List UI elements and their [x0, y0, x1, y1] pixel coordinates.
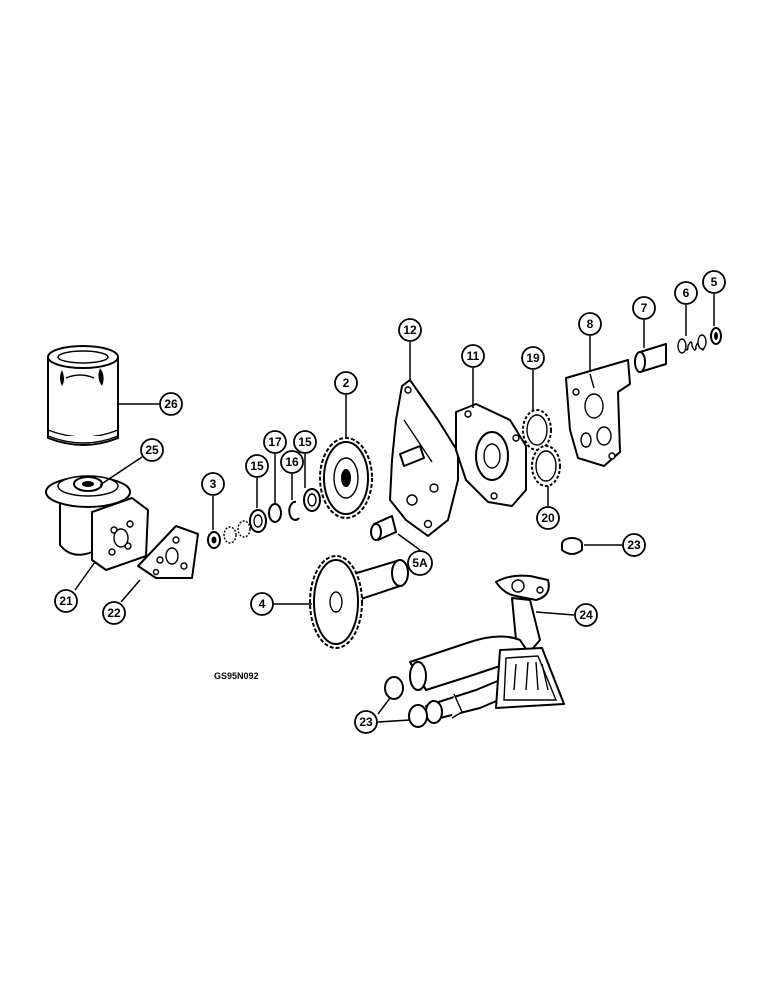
- callout-label: 11: [467, 349, 480, 363]
- idler-gear-part-4: [309, 555, 409, 649]
- callout-20: 20: [536, 506, 560, 530]
- callout-label: 15: [250, 459, 264, 473]
- circlip-part-16: [288, 500, 300, 521]
- callout-17: 17: [263, 430, 287, 454]
- callout-23-bottom: 23: [354, 710, 378, 734]
- callout-label: 23: [359, 715, 373, 729]
- callout-label: 5A: [412, 556, 428, 570]
- callout-4: 4: [250, 592, 274, 616]
- callout-label: 2: [343, 376, 350, 390]
- callout-label: 7: [641, 301, 648, 315]
- callout-21: 21: [54, 589, 78, 613]
- callout-15-right: 15: [293, 430, 317, 454]
- callout-label: 15: [298, 435, 312, 449]
- callout-label: 23: [627, 538, 641, 552]
- callout-25: 25: [140, 438, 164, 462]
- callout-label: 3: [210, 477, 217, 491]
- callout-11: 11: [461, 344, 485, 368]
- callout-16: 16: [280, 450, 304, 474]
- bushing-part-5a: [370, 515, 397, 541]
- gasket-part-22: [137, 525, 199, 579]
- cap-part-5: [710, 327, 722, 345]
- callout-24: 24: [574, 603, 598, 627]
- suction-pipe-part-24: [409, 574, 565, 724]
- callout-8: 8: [578, 312, 602, 336]
- callout-22: 22: [102, 601, 126, 625]
- callout-label: 4: [259, 597, 266, 611]
- bearing-part-15-right: [303, 488, 321, 512]
- callout-26: 26: [159, 392, 183, 416]
- pump-gear-part-20: [531, 445, 561, 487]
- callout-label: 22: [107, 606, 121, 620]
- pump-body-part-11: [455, 403, 527, 507]
- callout-label: 26: [164, 397, 178, 411]
- circlip-part-17: [268, 503, 282, 523]
- mounting-plate-part-12: [389, 379, 459, 537]
- callout-23-right: 23: [622, 533, 646, 557]
- callout-5a: 5A: [407, 550, 433, 576]
- pump-gear-part-19: [522, 409, 552, 451]
- spring-part-6: [677, 334, 707, 354]
- oil-filter-part-26: [47, 345, 119, 446]
- drive-gear-part-2: [319, 437, 373, 519]
- callout-label: 17: [268, 435, 282, 449]
- callout-label: 8: [587, 317, 594, 331]
- callout-label: 19: [526, 351, 540, 365]
- callout-label: 20: [541, 511, 555, 525]
- seal-ring-part-23-right: [561, 537, 583, 555]
- filter-adapter-part-21: [45, 475, 149, 571]
- seal-rings-part-23-bottom: [384, 676, 428, 728]
- washer-part-3: [207, 531, 221, 549]
- callout-5: 5: [702, 270, 726, 294]
- callout-label: 5: [711, 275, 718, 289]
- callout-label: 24: [579, 608, 593, 622]
- leader-lines: [74, 294, 715, 723]
- callout-label: 12: [403, 323, 417, 337]
- callout-7: 7: [632, 296, 656, 320]
- callout-label: 25: [145, 443, 159, 457]
- callout-label: 16: [285, 455, 299, 469]
- drawing-code: GS95N092: [214, 671, 259, 681]
- callout-2: 2: [334, 371, 358, 395]
- pump-cover-part-8: [565, 359, 631, 467]
- bearing-part-15-left: [249, 509, 267, 533]
- callout-label: 6: [683, 286, 690, 300]
- lock-washers: [223, 520, 251, 544]
- callout-label: 21: [59, 594, 73, 608]
- callout-19: 19: [521, 346, 545, 370]
- callout-bubbles: 26 25 21 22 3 15 17 16 15 2 12 11 19 20 …: [54, 270, 726, 734]
- callout-15-left: 15: [245, 454, 269, 478]
- callout-3: 3: [201, 472, 225, 496]
- callout-12: 12: [398, 318, 422, 342]
- callout-6: 6: [674, 281, 698, 305]
- valve-plunger-part-7: [634, 343, 667, 373]
